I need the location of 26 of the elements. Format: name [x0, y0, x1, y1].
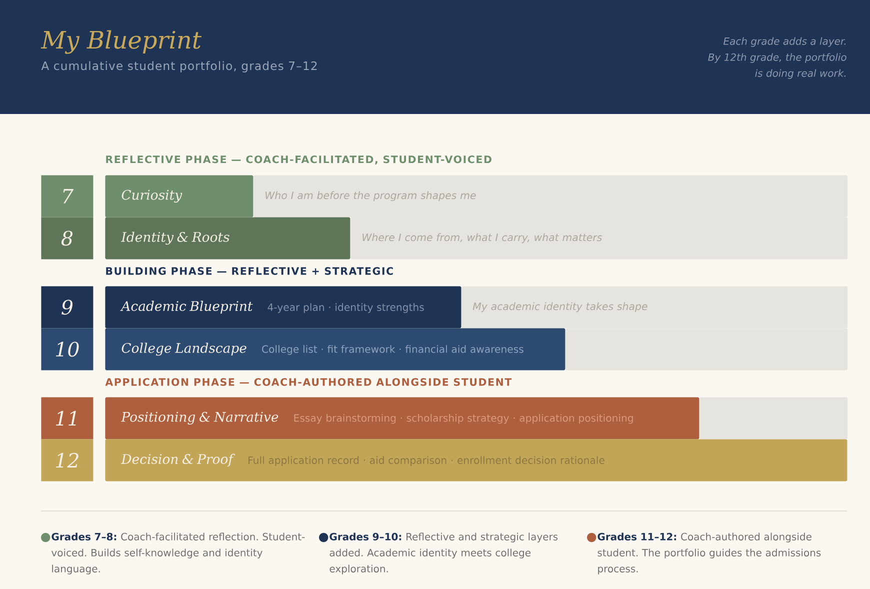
- node-label: Who I am before the program shapes me: [266, 191, 476, 202]
- progress-bar: Curiosity: [105, 175, 254, 218]
- progress-bar: Academic Blueprint 4-year plan · identity strengths: [105, 286, 462, 328]
- phase-heading: APPLICATION PHASE — COACH-AUTHORED ALONGSIDE STUDENT: [105, 378, 512, 386]
- grade-number-box: 12: [41, 439, 94, 482]
- grade-number-box: 8: [41, 217, 94, 260]
- node-label: Where I come from, what I carry, what matters: [362, 233, 602, 244]
- title: My Blueprint: [40, 30, 202, 54]
- progress-bar: Positioning & Narrative Essay brainstorming · scholarship strategy · application positioning: [105, 397, 700, 440]
- grade-number-box: 9: [41, 286, 94, 328]
- node-label: My academic identity takes shape: [472, 302, 648, 312]
- progress-bar: College Landscape College list · fit framework · financial aid awareness: [105, 328, 566, 370]
- header-note: Each grade adds a layer. By 12th grade, the portfolio is doing real work.: [708, 37, 846, 79]
- track-bar: Where I come from, what I carry, what matters: [350, 217, 848, 260]
- phase-heading: REFLECTIVE PHASE — COACH-FACILITATED, STUDENT-VOICED: [106, 156, 492, 164]
- grade-number-box: 10: [41, 328, 94, 370]
- progress-bar: Identity & Roots: [105, 217, 350, 260]
- track-bar: My academic identity takes shape: [462, 286, 848, 328]
- subtitle: A cumulative student portfolio, grades 7–12: [41, 61, 317, 72]
- grade-number-box: 11: [41, 397, 94, 440]
- grade-number-box: 7: [41, 175, 94, 218]
- legend-text: Grades 7–8: Coach-facilitated reflection. Student-voiced. Builds self-knowledge and identity language.: [52, 532, 305, 574]
- track-bar: Who I am before the program shapes me: [254, 175, 848, 218]
- legend-text: Grades 11–12: Coach-authored alongside student. The portfolio guides the admissions process.: [598, 532, 821, 574]
- legend-text: Grades 9–10: Reflective and strategic layers added. Academic identity meets college exploration.: [330, 532, 558, 574]
- phase-heading: BUILDING PHASE — REFLECTIVE + STRATEGIC: [106, 267, 393, 275]
